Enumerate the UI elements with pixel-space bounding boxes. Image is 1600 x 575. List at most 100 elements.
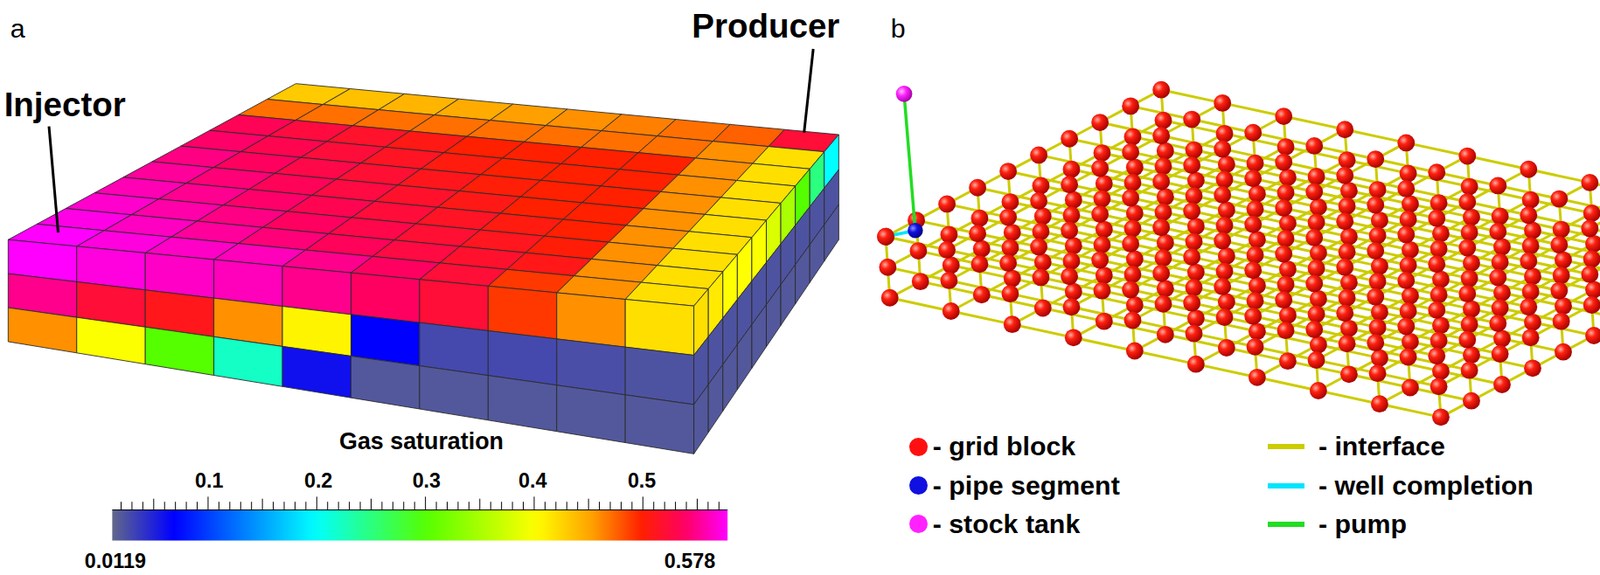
grid-cell xyxy=(795,244,811,305)
grid-block-sphere xyxy=(1121,281,1140,300)
grid-block-sphere xyxy=(1248,185,1267,203)
grid-block-sphere xyxy=(1244,261,1262,279)
interface-line xyxy=(1196,364,1258,378)
grid-block-sphere xyxy=(1427,163,1446,181)
colorbar-tick xyxy=(555,501,557,510)
grid-block-sphere xyxy=(1091,251,1109,270)
grid-block-sphere xyxy=(1585,235,1600,253)
grid-block-sphere xyxy=(1032,269,1051,287)
colorbar-tick xyxy=(240,501,242,510)
grid-block-sphere xyxy=(1274,245,1293,264)
pipe-segment-sphere xyxy=(907,222,924,239)
grid-cell xyxy=(350,272,419,323)
grid-cell xyxy=(723,344,738,411)
grid-block-sphere xyxy=(1585,281,1600,300)
grid-block-sphere xyxy=(1185,187,1204,205)
colorbar-tick xyxy=(207,496,209,510)
legend-text: - grid block xyxy=(932,433,1076,460)
grid-block-sphere xyxy=(1430,285,1448,304)
grid-block-sphere xyxy=(1338,151,1357,169)
grid-block-sphere xyxy=(1093,236,1112,254)
grid-block-sphere xyxy=(1152,81,1170,99)
colorbar-tick xyxy=(186,501,188,510)
grid-block-sphere xyxy=(1401,287,1420,306)
grid-block-sphere xyxy=(1369,272,1387,291)
grid-block-sphere xyxy=(1554,343,1573,362)
grid-block-sphere xyxy=(1156,142,1175,160)
grid-block-sphere xyxy=(1152,264,1170,283)
grid-block-sphere xyxy=(1522,236,1540,255)
grid-block-sphere xyxy=(1522,328,1540,347)
grid-block-sphere xyxy=(1309,336,1328,355)
grid-block-sphere xyxy=(1460,223,1479,242)
tick-label: 0.1 xyxy=(194,471,223,492)
colorbar-tick xyxy=(294,501,296,510)
grid-block-sphere xyxy=(1156,326,1175,344)
grid-block-sphere xyxy=(1307,351,1326,369)
grid-block-sphere xyxy=(1213,278,1232,296)
colorbar-tick xyxy=(653,501,654,510)
grid-block-sphere xyxy=(1430,194,1448,212)
well-label: Injector xyxy=(4,88,126,123)
colorbar-tick xyxy=(436,501,438,510)
tick-label: 0.3 xyxy=(412,471,441,492)
grid-block-sphere xyxy=(1370,303,1389,321)
grid-block-sphere xyxy=(1064,328,1083,347)
grid-cell xyxy=(556,385,626,444)
colorbar-tick xyxy=(218,501,220,510)
grid-block-sphere xyxy=(1335,258,1354,277)
grid-block-sphere xyxy=(1370,257,1389,276)
colorbar-tick xyxy=(696,499,698,511)
colorbar-tick xyxy=(392,501,394,510)
interface-line xyxy=(1379,403,1441,418)
grid-block-sphere xyxy=(1154,295,1173,314)
grid-block-sphere xyxy=(1397,133,1415,152)
colorbar-tick xyxy=(381,501,383,510)
colorbar-tick xyxy=(598,501,600,510)
colorbar-tick xyxy=(316,496,318,510)
grid-block-sphere xyxy=(1307,214,1326,232)
grid-block-sphere xyxy=(1029,238,1048,257)
legend-text: - interface xyxy=(1318,433,1446,460)
grid-block-sphere xyxy=(1182,156,1201,174)
grid-block-sphere xyxy=(876,228,895,246)
interface-line xyxy=(1528,169,1590,183)
grid-block-sphere xyxy=(1488,269,1507,287)
colorbar-tick xyxy=(174,501,176,510)
grid-block-sphere xyxy=(1029,192,1048,210)
grid-block-sphere xyxy=(1580,173,1599,192)
grid-block-sphere xyxy=(1580,220,1599,238)
colorbar-tick xyxy=(479,499,480,511)
grid-block-sphere xyxy=(1370,211,1389,230)
interface-line xyxy=(1073,337,1135,351)
colorbar-tick xyxy=(544,501,546,510)
grid-block-sphere xyxy=(1550,190,1568,209)
colorbar-tick xyxy=(577,501,578,510)
grid-block-sphere xyxy=(1003,315,1022,334)
grid-block-sphere xyxy=(1399,348,1418,367)
grid-block-sphere xyxy=(939,226,958,244)
grid-block-sphere xyxy=(1432,408,1450,426)
grid-block-sphere xyxy=(1063,206,1081,224)
grid-block-sphere xyxy=(1248,322,1267,341)
grid-block-sphere xyxy=(1519,160,1538,179)
grid-block-sphere xyxy=(1519,298,1538,316)
grid-block-sphere xyxy=(1458,331,1476,349)
grid-block-sphere xyxy=(1335,304,1354,322)
grid-block-sphere xyxy=(1093,190,1112,209)
grid-block-sphere xyxy=(973,240,991,258)
grid-block-sphere xyxy=(1554,251,1573,270)
grid-block-sphere xyxy=(1399,257,1418,275)
grid-block-sphere xyxy=(1244,124,1262,142)
grid-block-sphere xyxy=(878,258,897,277)
grid-block-sphere xyxy=(1370,349,1389,368)
grid-block-sphere xyxy=(1187,217,1205,236)
colorbar-ramp xyxy=(111,510,728,542)
grid-block-sphere xyxy=(1335,212,1354,230)
grid-block-sphere xyxy=(1034,208,1052,226)
grid-block-sphere xyxy=(1187,172,1205,190)
colorbar-tick xyxy=(131,501,133,510)
grid-block-sphere xyxy=(1152,218,1170,237)
grid-cell xyxy=(751,305,767,369)
grid-block-sphere xyxy=(1126,342,1144,361)
